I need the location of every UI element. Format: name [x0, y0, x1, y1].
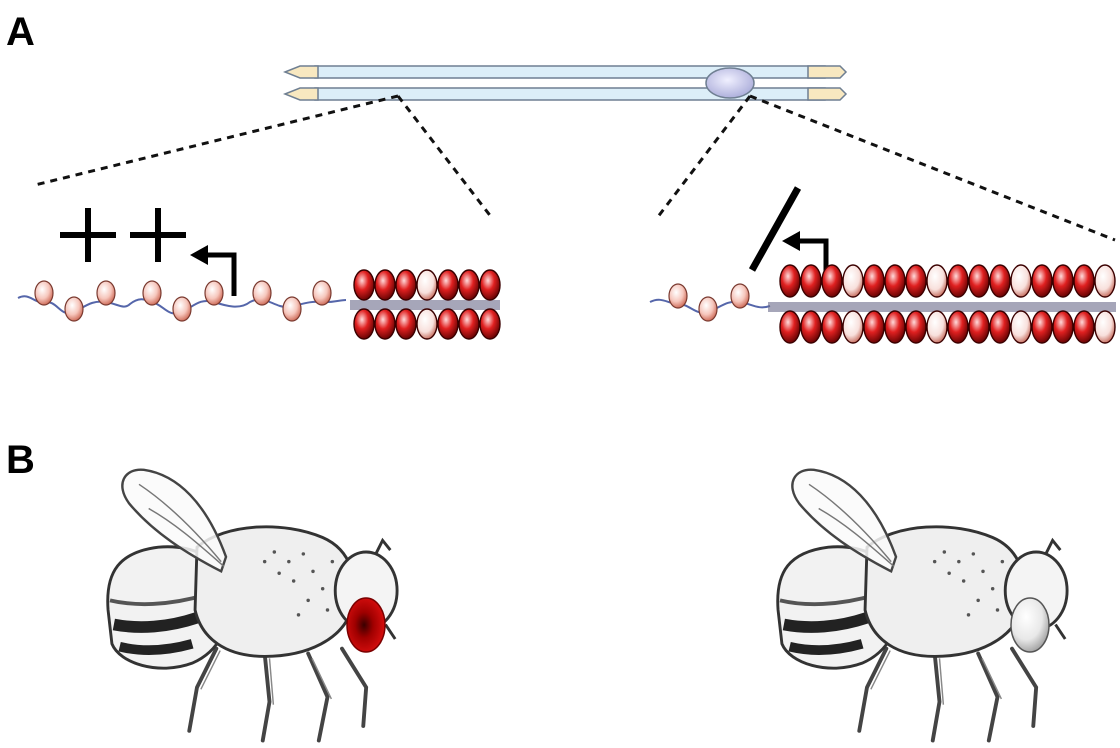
plus-icon — [130, 208, 186, 262]
compact-nucleosome — [822, 311, 842, 343]
compact-nucleosome — [1011, 265, 1031, 297]
compact-nucleosome — [885, 311, 905, 343]
compact-nucleosome — [927, 265, 947, 297]
compact-nucleosome — [927, 311, 947, 343]
euchromatin-region — [18, 208, 500, 339]
zoom-line-left-inner — [398, 96, 492, 218]
nucleosome — [731, 284, 749, 308]
nucleosome — [253, 281, 271, 305]
telomere-left — [285, 66, 318, 100]
fly-red-eye — [108, 470, 397, 741]
fly-white-eye — [778, 470, 1067, 741]
compact-nucleosome — [948, 311, 968, 343]
compact-nucleosome — [1074, 311, 1094, 343]
compact-nucleosome — [864, 311, 884, 343]
compact-nucleosome — [1011, 311, 1031, 343]
compact-nucleosome — [354, 270, 374, 300]
compact-nucleosome — [354, 309, 374, 339]
compact-nucleosome — [1053, 265, 1073, 297]
centromere — [706, 68, 754, 98]
compact-nucleosome — [906, 265, 926, 297]
compact-nucleosome — [1032, 311, 1052, 343]
compact-nucleosome — [864, 265, 884, 297]
compact-nucleosome — [1074, 265, 1094, 297]
compact-nucleosome — [801, 265, 821, 297]
nucleosome — [143, 281, 161, 305]
compact-nucleosome — [480, 270, 500, 300]
red-eye — [347, 598, 385, 652]
compact-nucleosome — [480, 309, 500, 339]
compact-nucleosome — [417, 270, 437, 300]
nucleosome — [283, 297, 301, 321]
plus-icon — [60, 208, 116, 262]
compact-nucleosome — [990, 311, 1010, 343]
open-nucleosomes — [35, 281, 331, 321]
compact-nucleosome — [417, 309, 437, 339]
compact-nucleosome — [822, 265, 842, 297]
heterochromatin-block-large — [768, 265, 1116, 343]
zoom-line-left-outer — [35, 96, 398, 185]
slash-icon — [752, 188, 798, 270]
compact-nucleosome — [948, 265, 968, 297]
compact-nucleosome — [780, 311, 800, 343]
compact-nucleosome — [843, 265, 863, 297]
compact-nucleosome — [438, 270, 458, 300]
compact-nucleosome — [906, 311, 926, 343]
zoom-line-right-outer — [750, 96, 1115, 240]
chromosome — [285, 66, 846, 100]
compact-nucleosome — [843, 311, 863, 343]
compact-nucleosome — [459, 270, 479, 300]
compact-nucleosome — [459, 309, 479, 339]
nucleosome — [35, 281, 53, 305]
nucleosome — [205, 281, 223, 305]
compact-nucleosome — [1095, 311, 1115, 343]
compact-nucleosome — [375, 309, 395, 339]
compact-nucleosome — [1053, 311, 1073, 343]
compact-nucleosome — [396, 309, 416, 339]
nucleosome — [699, 297, 717, 321]
telomere-right — [808, 66, 846, 100]
nucleosome — [173, 297, 191, 321]
nucleosome — [313, 281, 331, 305]
compact-nucleosome — [990, 265, 1010, 297]
compact-nucleosome — [801, 311, 821, 343]
compact-nucleosome — [1032, 265, 1052, 297]
compact-nucleosome — [438, 309, 458, 339]
zoom-lines — [35, 96, 1115, 240]
zoom-line-right-inner — [657, 96, 750, 218]
compact-nucleosome — [375, 270, 395, 300]
open-nucleosomes — [669, 284, 749, 321]
compact-nucleosome — [780, 265, 800, 297]
compact-nucleosome — [396, 270, 416, 300]
heterochromatin-block-small — [350, 270, 500, 339]
nucleosome — [669, 284, 687, 308]
nucleosome — [65, 297, 83, 321]
compact-nucleosome — [1095, 265, 1115, 297]
compact-nucleosome — [885, 265, 905, 297]
white-eye — [1011, 598, 1049, 652]
compact-nucleosome — [969, 265, 989, 297]
compact-nucleosome — [969, 311, 989, 343]
nucleosome — [97, 281, 115, 305]
